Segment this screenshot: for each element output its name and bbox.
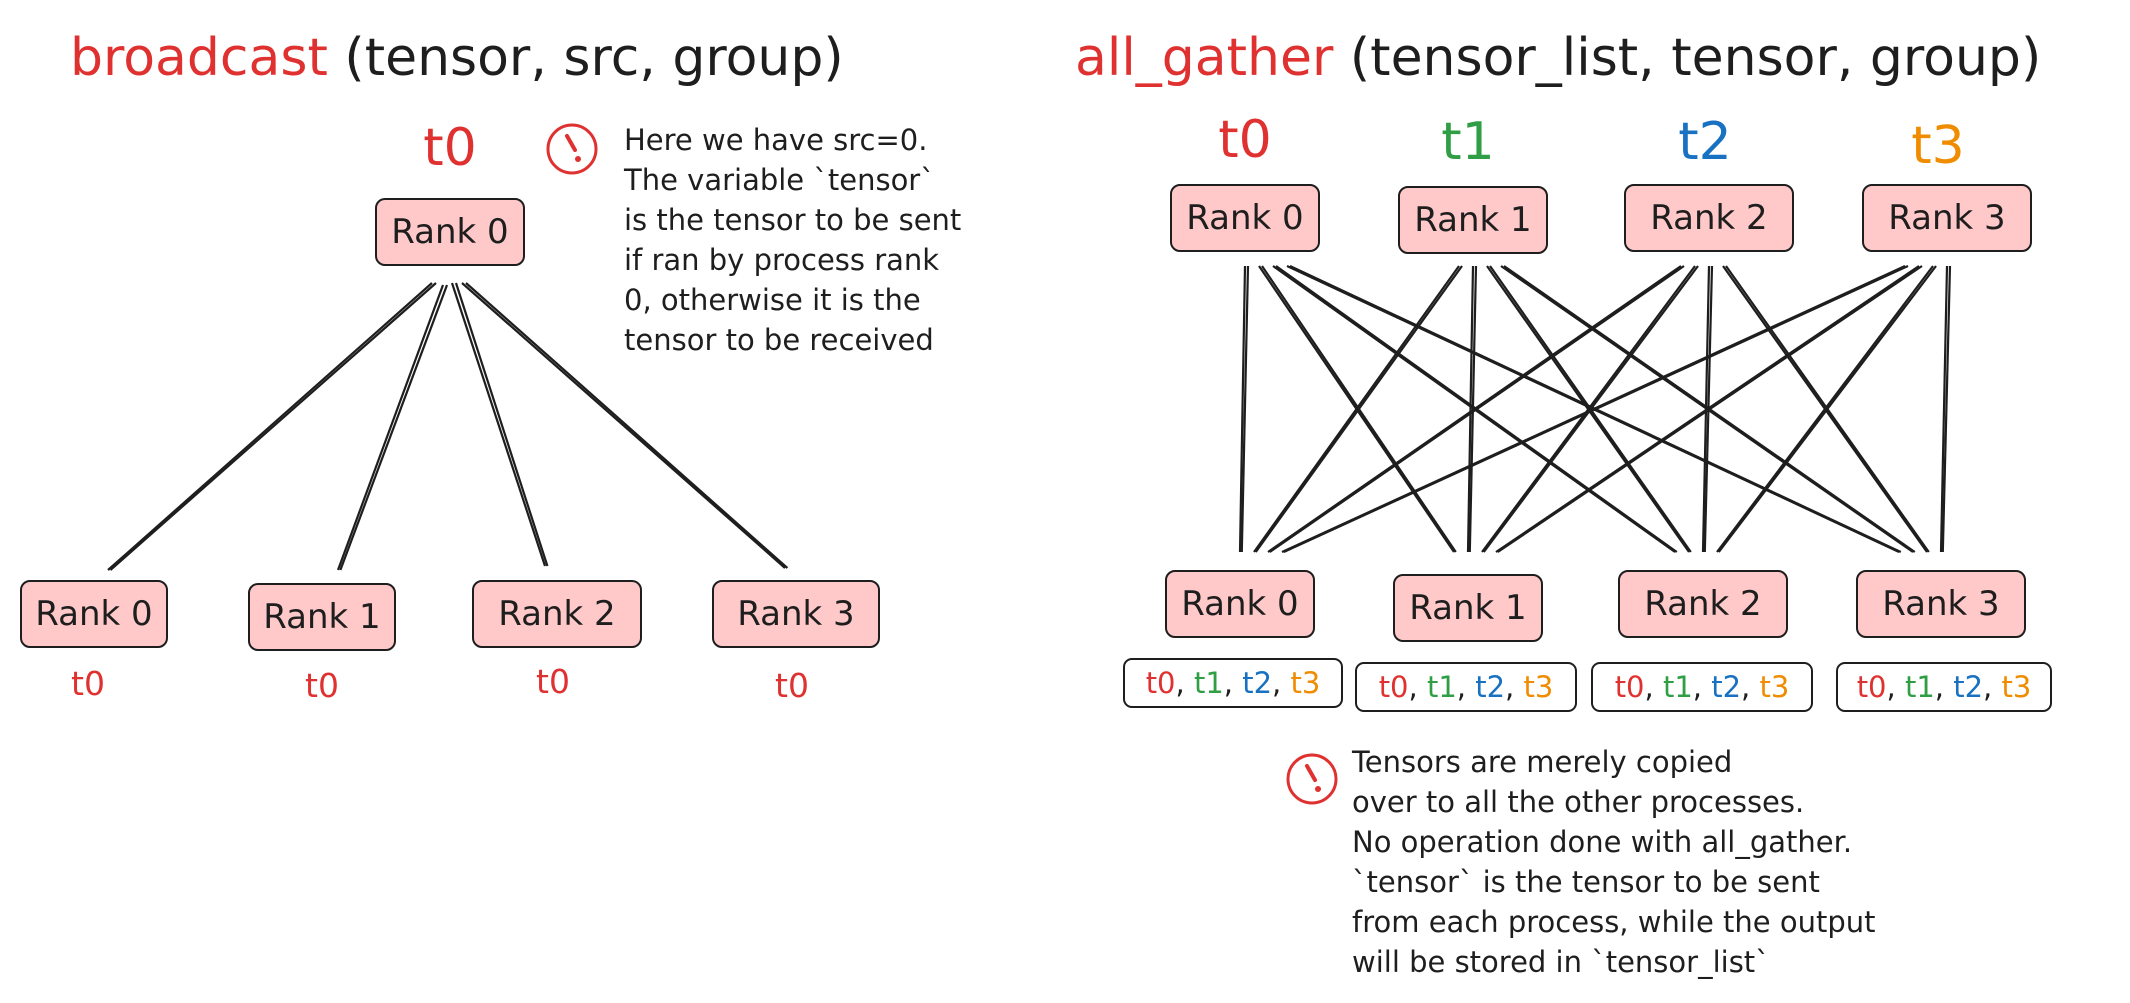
broadcast-note: Here we have src=0. The variable `tensor… (624, 123, 962, 357)
all-gather-edge-1-1 (1466, 265, 1475, 553)
all-gather-edge-3-1 (1495, 265, 1920, 553)
broadcast-target-rank-0: Rank 0 (20, 580, 168, 648)
info-icon (1286, 753, 1338, 805)
all-gather-edge-0-0 (1238, 265, 1247, 553)
all-gather-tensor-list-1: t0, t1, t2, t3 (1355, 662, 1577, 712)
all-gather-src-tensor-2: t2 (1678, 112, 1732, 172)
all-gather-edges (1238, 264, 1952, 554)
all-gather-args: (tensor_list, tensor, group) (1333, 28, 2042, 88)
list-item-t3: t3 (1759, 670, 1790, 704)
list-item-t3: t3 (1290, 666, 1321, 700)
broadcast-target-rank-1: Rank 1 (248, 583, 396, 651)
all-gather-edge-3-3 (1939, 265, 1949, 553)
broadcast-title: broadcast (tensor, src, group) (70, 28, 844, 88)
all-gather-target-rank-3: Rank 3 (1856, 570, 2026, 638)
list-item-t1: t1 (1193, 666, 1224, 700)
all-gather-edge-1-0 (1253, 265, 1460, 553)
list-item-t3: t3 (2001, 670, 2032, 704)
all-gather-edge-2-0 (1267, 265, 1682, 553)
all-gather-tensor-list-2: t0, t1, t2, t3 (1591, 662, 1813, 712)
all-gather-src-tensor-1: t1 (1441, 112, 1495, 172)
all-gather-title: all_gather (tensor_list, tensor, group) (1075, 28, 2041, 88)
all-gather-tensor-list-0: t0, t1, t2, t3 (1123, 658, 1343, 708)
list-item-t0: t0 (1378, 670, 1409, 704)
broadcast-edge-3 (465, 282, 789, 569)
broadcast-fn-name: broadcast (70, 28, 328, 88)
all-gather-src-tensor-0: t0 (1218, 110, 1272, 170)
all-gather-src-tensor-3: t3 (1911, 116, 1965, 176)
broadcast-target-tensor-3: t0 (775, 666, 809, 705)
broadcast-src-rank: Rank 0 (375, 198, 525, 266)
broadcast-edge-1 (336, 284, 445, 571)
broadcast-edge-3 (461, 282, 786, 569)
all-gather-edge-1-0 (1254, 265, 1463, 553)
broadcast-edge-2 (454, 282, 549, 567)
all-gather-target-rank-2: Rank 2 (1618, 570, 1788, 638)
broadcast-target-tensor-2: t0 (536, 662, 570, 701)
broadcast-edge-0 (109, 282, 437, 571)
broadcast-edges (107, 282, 789, 571)
list-item-t1: t1 (1662, 670, 1693, 704)
all-gather-edge-3-2 (1716, 265, 1934, 553)
all-gather-fn-name: all_gather (1075, 28, 1334, 88)
list-item-t2: t2 (1953, 670, 1984, 704)
broadcast-target-tensor-1: t0 (305, 666, 339, 705)
list-item-t2: t2 (1711, 670, 1742, 704)
broadcast-args: (tensor, src, group) (327, 28, 844, 88)
broadcast-target-rank-3: Rank 3 (712, 580, 880, 648)
all-gather-note: Tensors are merely copied over to all th… (1352, 745, 1876, 979)
broadcast-target-tensor-0: t0 (71, 664, 105, 703)
list-item-t2: t2 (1475, 670, 1506, 704)
all-gather-edge-2-1 (1481, 265, 1696, 553)
broadcast-edge-1 (339, 284, 449, 571)
all-gather-src-rank-3: Rank 3 (1862, 184, 2032, 252)
broadcast-src-tensor: t0 (423, 118, 477, 178)
list-item-t0: t0 (1145, 666, 1176, 700)
all-gather-edge-3-0 (1283, 264, 1909, 554)
list-item-t2: t2 (1242, 666, 1273, 700)
all-gather-target-rank-1: Rank 1 (1393, 574, 1543, 642)
info-icon (546, 123, 598, 175)
all-gather-src-rank-2: Rank 2 (1624, 184, 1794, 252)
list-item-t1: t1 (1904, 670, 1935, 704)
all-gather-tensor-list-3: t0, t1, t2, t3 (1836, 662, 2052, 712)
all-gather-target-rank-0: Rank 0 (1165, 570, 1315, 638)
broadcast-edge-0 (107, 282, 433, 571)
all-gather-src-rank-1: Rank 1 (1398, 186, 1548, 254)
all-gather-edge-3-3 (1941, 265, 1952, 553)
all-gather-edge-0-0 (1240, 265, 1250, 553)
all-gather-edge-3-2 (1717, 265, 1937, 553)
list-item-t3: t3 (1523, 670, 1554, 704)
list-item-t0: t0 (1856, 670, 1887, 704)
broadcast-target-rank-2: Rank 2 (472, 580, 642, 648)
all-gather-edge-2-0 (1269, 265, 1685, 553)
all-gather-edge-3-1 (1497, 265, 1923, 553)
broadcast-edge-2 (450, 282, 547, 567)
list-item-t1: t1 (1426, 670, 1457, 704)
list-item-t0: t0 (1614, 670, 1645, 704)
all-gather-src-rank-0: Rank 0 (1170, 184, 1320, 252)
